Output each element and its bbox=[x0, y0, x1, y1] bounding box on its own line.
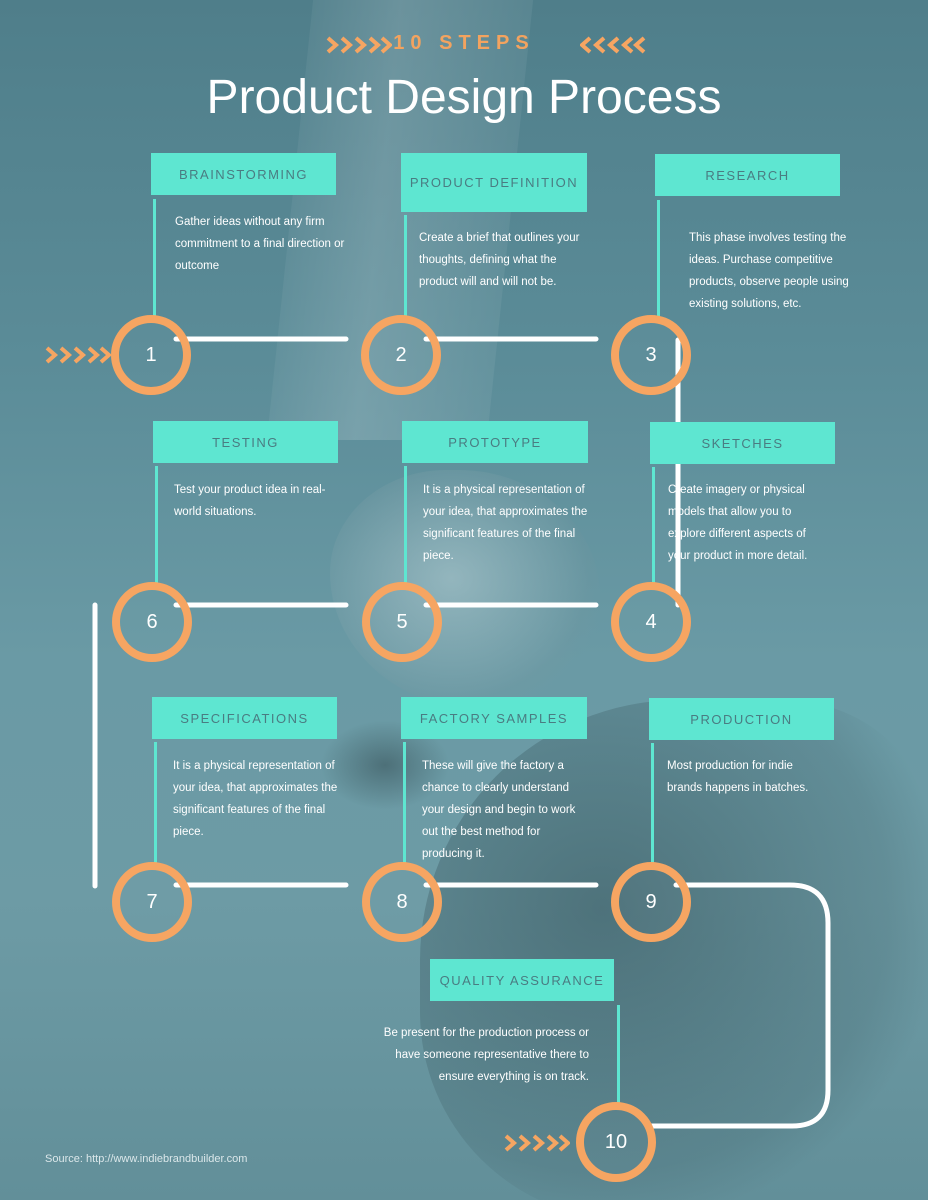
page-title: Product Design Process bbox=[206, 71, 722, 124]
step-2-label: PRODUCT DEFINITION bbox=[401, 153, 587, 212]
step-7-node: 7 bbox=[112, 862, 192, 942]
step-10-label: QUALITY ASSURANCE bbox=[430, 959, 614, 1001]
chevrons-left-icon bbox=[326, 36, 392, 54]
step-3-node: 3 bbox=[611, 315, 691, 395]
background-arm bbox=[420, 700, 928, 1200]
end-chevrons-icon bbox=[504, 1134, 570, 1152]
step-1-description: Gather ideas without any firm commitment… bbox=[175, 216, 345, 272]
start-chevrons-icon bbox=[45, 346, 111, 364]
step-5-description: It is a physical representation of your … bbox=[423, 484, 588, 562]
step-9-node: 9 bbox=[611, 862, 691, 942]
step-4-node: 4 bbox=[611, 582, 691, 662]
step-6-stem bbox=[155, 466, 158, 587]
step-1-stem bbox=[153, 199, 156, 321]
step-8-description: These will give the factory a chance to … bbox=[422, 760, 576, 860]
step-10-stem bbox=[617, 1005, 620, 1105]
step-5-stem bbox=[404, 466, 407, 587]
step-6-label: TESTING bbox=[153, 421, 338, 463]
background-sneaker bbox=[330, 470, 600, 710]
step-4-label: SKETCHES bbox=[650, 422, 835, 464]
step-2-description: Create a brief that outlines your though… bbox=[419, 232, 580, 288]
step-5-label: PROTOTYPE bbox=[402, 421, 588, 463]
step-8-label: FACTORY SAMPLES bbox=[401, 697, 587, 739]
step-3-description: This phase involves testing the ideas. P… bbox=[689, 232, 849, 310]
step-2-node: 2 bbox=[361, 315, 441, 395]
connector-9-10 bbox=[647, 882, 831, 1129]
step-9-description: Most production for indie brands happens… bbox=[667, 760, 809, 794]
step-3-label: RESEARCH bbox=[655, 154, 840, 196]
step-7-stem bbox=[154, 742, 157, 866]
step-2-stem bbox=[404, 215, 407, 321]
step-10-description: Be present for the production process or… bbox=[383, 1027, 589, 1083]
step-5-node: 5 bbox=[362, 582, 442, 662]
step-4-description: Create imagery or physical models that a… bbox=[668, 484, 808, 562]
step-9-stem bbox=[651, 743, 654, 866]
step-1-label: BRAINSTORMING bbox=[151, 153, 336, 195]
step-4-stem bbox=[652, 467, 655, 587]
step-6-node: 6 bbox=[112, 582, 192, 662]
step-3-stem bbox=[657, 200, 660, 321]
chevrons-right-icon bbox=[580, 36, 646, 54]
step-6-description: Test your product idea in real-world sit… bbox=[174, 484, 326, 518]
source-credit: Source: http://www.indiebrandbuilder.com bbox=[45, 1153, 248, 1165]
step-1-node: 1 bbox=[111, 315, 191, 395]
header-subtitle: 10 STEPS bbox=[393, 32, 535, 54]
step-10-node: 10 bbox=[576, 1102, 656, 1182]
step-7-description: It is a physical representation of your … bbox=[173, 760, 338, 838]
step-8-stem bbox=[403, 742, 406, 866]
step-8-node: 8 bbox=[362, 862, 442, 942]
step-9-label: PRODUCTION bbox=[649, 698, 834, 740]
step-7-label: SPECIFICATIONS bbox=[152, 697, 337, 739]
